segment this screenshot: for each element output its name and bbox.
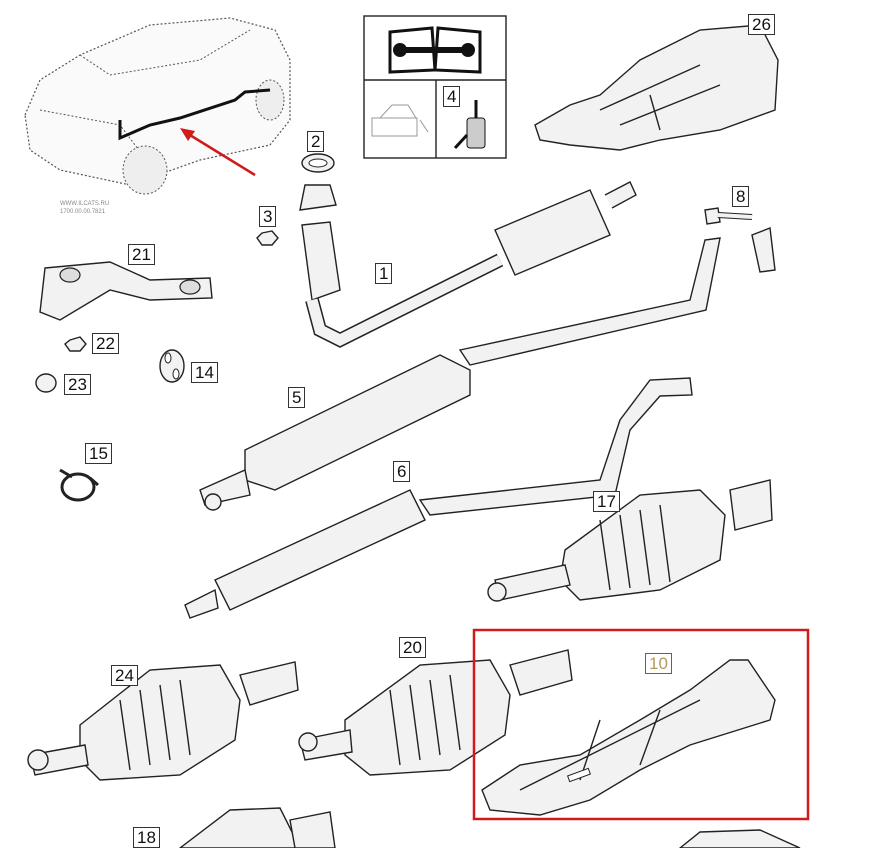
bolt-8 [704, 207, 753, 225]
callout-24[interactable]: 24 [111, 665, 138, 686]
car-illustration: WWW.ILCATS.RU 1700.00.00.7821 [24, 17, 291, 215]
clamp-15 [59, 468, 99, 502]
front-pipe-1 [299, 181, 637, 348]
rear-muffler-18 [178, 807, 336, 848]
callout-4[interactable]: 4 [443, 86, 461, 107]
grommet-23 [35, 373, 57, 393]
sensor-part-icon [453, 100, 486, 150]
callout-5[interactable]: 5 [288, 387, 306, 408]
callout-17[interactable]: 17 [593, 491, 620, 512]
callout-22[interactable]: 22 [92, 333, 119, 354]
callout-23[interactable]: 23 [64, 374, 91, 395]
callout-20[interactable]: 20 [399, 637, 426, 658]
nut-22 [64, 336, 87, 352]
rear-muffler-20 [298, 649, 573, 776]
callout-10[interactable]: 10 [645, 653, 672, 674]
pointer-arrow-head [180, 128, 195, 141]
rubber-hanger-14 [159, 349, 185, 383]
watermark-line-2: 1700.00.00.7821 [60, 209, 106, 215]
partial-part [678, 829, 801, 848]
bracket-21 [39, 261, 213, 321]
info-box [363, 15, 507, 159]
engine-oil-icon [371, 104, 429, 137]
heat-shield-10 [481, 659, 776, 816]
flange-8 [751, 227, 776, 273]
callout-21[interactable]: 21 [128, 244, 155, 265]
callout-6[interactable]: 6 [393, 461, 411, 482]
callout-15[interactable]: 15 [85, 443, 112, 464]
callout-3[interactable]: 3 [259, 206, 277, 227]
callout-8[interactable]: 8 [732, 186, 750, 207]
manual-book-icon [388, 26, 482, 74]
highlight-box [472, 628, 810, 821]
callout-26[interactable]: 26 [748, 14, 775, 35]
rear-muffler-17 [487, 479, 773, 602]
nut-3 [256, 230, 279, 246]
callout-18[interactable]: 18 [133, 827, 160, 848]
rear-muffler-24 [27, 661, 299, 781]
watermark-line-1: WWW.ILCATS.RU [60, 201, 109, 207]
callout-1[interactable]: 1 [375, 263, 393, 284]
center-muffler-5 [199, 237, 721, 511]
pointer-arrow [184, 130, 256, 177]
callout-14[interactable]: 14 [191, 362, 218, 383]
heat-shield-26 [534, 24, 779, 151]
callout-2[interactable]: 2 [307, 131, 325, 152]
rear-pipe-6 [184, 377, 693, 619]
